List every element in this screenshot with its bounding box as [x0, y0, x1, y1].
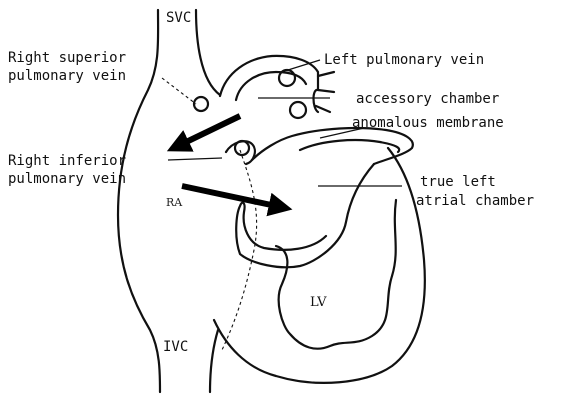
anomalous-membrane: [252, 128, 413, 164]
ra-label: RA: [166, 196, 183, 209]
right-superior-label-line1: Right superior: [8, 50, 126, 66]
flow-arrow-upper: [182, 116, 240, 144]
svc-label: SVC: [166, 10, 191, 26]
left-ventricle-trabeculations: [276, 200, 396, 349]
right-inferior-label-line1: Right inferior: [8, 153, 126, 169]
true-left-atrium-label-line1: true left: [420, 174, 496, 190]
right-superior-vein-ostium: [194, 97, 208, 111]
accessory-chamber-label: accessory chamber: [356, 91, 499, 107]
right-inferior-leader: [168, 158, 222, 160]
svc-inner-wall: [196, 10, 220, 95]
true-left-atrium-label-line2: atrial chamber: [416, 193, 534, 209]
right-inferior-label-line2: pulmonary vein: [8, 171, 126, 187]
left-pulmonary-vein-stub-2: [318, 90, 334, 92]
flow-arrow-lower: [182, 186, 276, 206]
right-superior-leader: [162, 78, 196, 104]
ivc-inner-wall: [210, 330, 218, 392]
lv-label: LV: [310, 295, 327, 310]
left-pulmonary-vein-label: Left pulmonary vein: [324, 52, 484, 68]
left-pulmonary-vein-stub-1: [318, 72, 334, 76]
anomalous-membrane-label: anomalous membrane: [352, 115, 504, 131]
ivc-label: IVC: [163, 339, 188, 355]
left-pulmonary-vein-ostium-lower: [290, 102, 306, 118]
anomalous-membrane-inner: [300, 140, 399, 152]
right-superior-label-line2: pulmonary vein: [8, 68, 126, 84]
